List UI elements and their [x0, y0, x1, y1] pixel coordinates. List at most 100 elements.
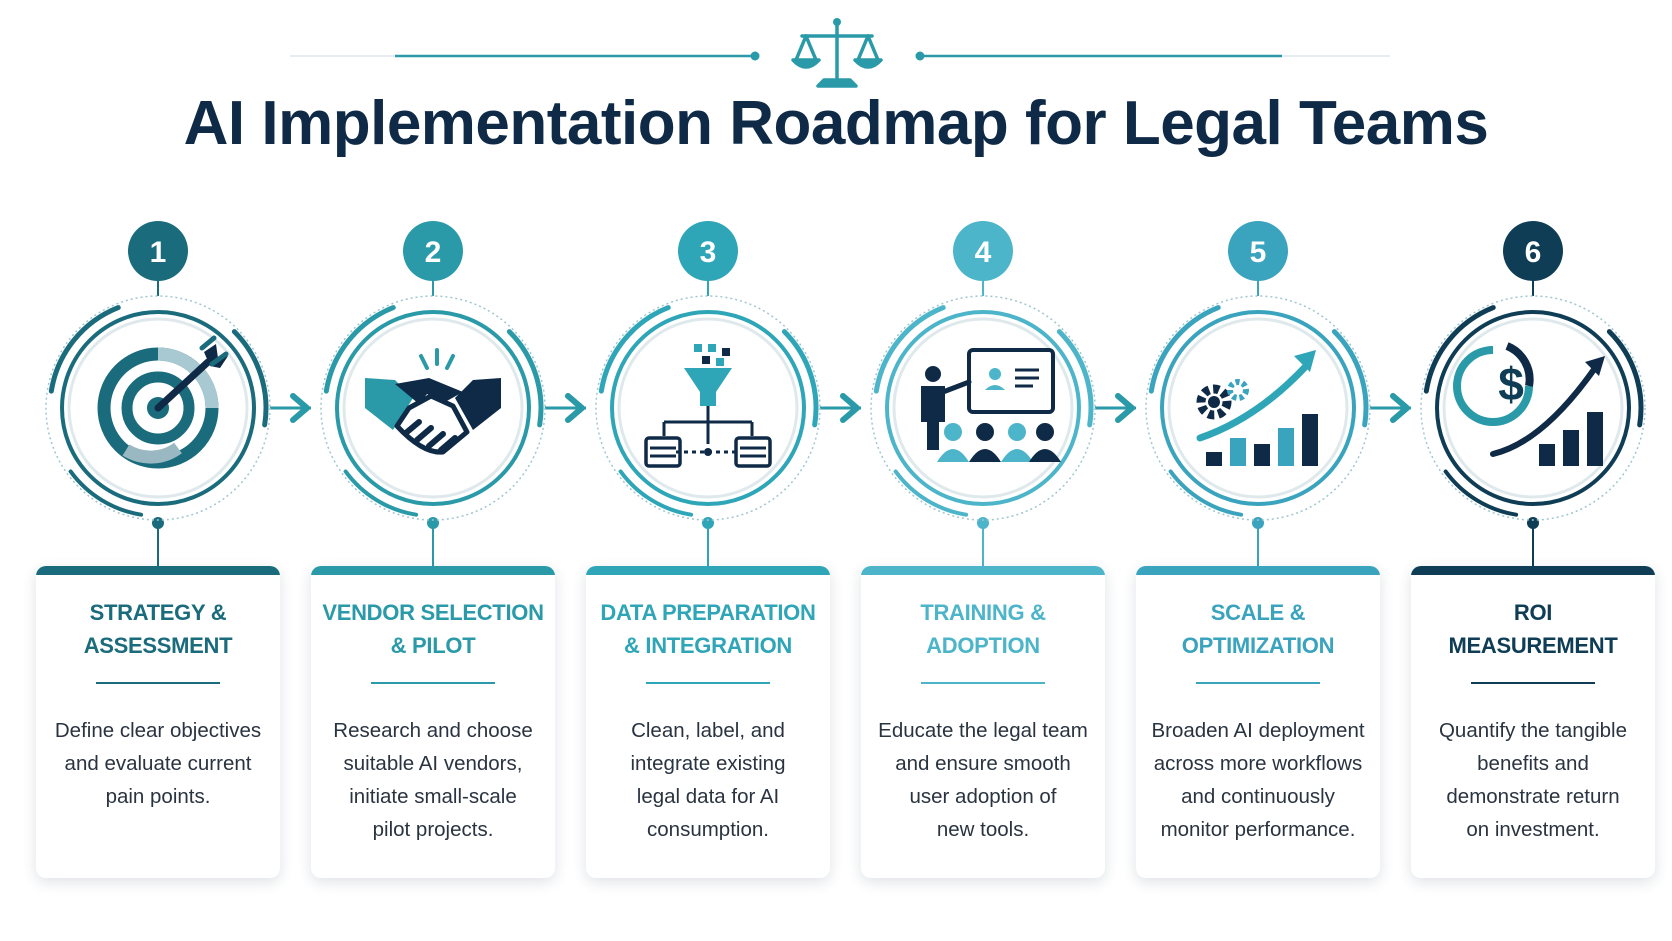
- card-description-line: pain points.: [105, 785, 211, 808]
- card-top-bar: [1136, 566, 1380, 575]
- card-description-line: Define clear objectives: [54, 719, 262, 742]
- card-title-line: VENDOR SELECTION: [322, 600, 544, 625]
- card-title-line: & INTEGRATION: [623, 633, 793, 658]
- card-divider: [1196, 682, 1320, 684]
- card-description-line: and ensure smooth: [895, 752, 1071, 775]
- ring-accent-arc: [781, 329, 819, 428]
- card-title: DATA PREPARATION& INTEGRATION: [596, 596, 820, 662]
- ring-accent-arc: [343, 469, 419, 517]
- outer-ring: [320, 295, 546, 521]
- card-title: TRAINING & ADOPTION: [871, 596, 1095, 662]
- step-number: 6: [1525, 236, 1542, 269]
- chevron-right-icon: [840, 393, 860, 423]
- header-ornament: [290, 18, 1390, 88]
- step-number-badge: [953, 221, 1013, 281]
- card-description-line: demonstrate return: [1446, 785, 1620, 808]
- card-description-line: monitor performance.: [1160, 818, 1356, 841]
- card-description-line: legal data for AI: [636, 785, 780, 808]
- card-title: VENDOR SELECTION& PILOT: [321, 596, 545, 662]
- step-number-badge: [678, 221, 738, 281]
- step-number-badge: [1503, 221, 1563, 281]
- step-number: 3: [700, 236, 717, 269]
- card-divider: [1471, 682, 1595, 684]
- card-description-line: and continuously: [1181, 785, 1335, 808]
- card-description: Clean, label, and integrate existing legal…: [600, 714, 816, 846]
- step-4: 4: [870, 221, 1136, 566]
- card-title-line: SCALE &: [1210, 600, 1306, 625]
- card-description-line: suitable AI vendors,: [343, 752, 523, 775]
- target-with-arrow-icon: [97, 335, 229, 469]
- card-title: STRATEGY &ASSESSMENT: [46, 596, 270, 662]
- step-5: 5: [1145, 221, 1411, 566]
- data-funnel-icon: [644, 344, 772, 468]
- step-2: 2: [320, 221, 586, 566]
- step-number: 4: [975, 236, 992, 269]
- stem-dot: [702, 517, 714, 529]
- stem-dot: [152, 517, 164, 529]
- ring-accent-arc: [323, 305, 396, 394]
- card-title-line: ROI: [1513, 600, 1553, 625]
- card-description-line: user adoption of: [909, 785, 1057, 808]
- card-divider: [371, 682, 495, 684]
- ring-accent-arc: [231, 329, 269, 428]
- step-number-badge: [1228, 221, 1288, 281]
- dollar-growth-chart-icon: $: [1453, 342, 1605, 466]
- stem-dot: [977, 517, 989, 529]
- card-description: Research and choose suitable AI vendors, i…: [325, 714, 541, 846]
- presentation-training-icon: [921, 348, 1061, 462]
- card-divider: [921, 682, 1045, 684]
- ring-accent-arc: [618, 469, 694, 517]
- outer-ring: [1420, 295, 1646, 521]
- card-description-line: across more workflows: [1153, 752, 1363, 775]
- chevron-right-icon: [1390, 393, 1410, 423]
- step-3: 3: [595, 221, 861, 566]
- card-top-bar: [36, 566, 280, 575]
- card-description-line: consumption.: [647, 818, 769, 841]
- outer-ring: [595, 295, 821, 521]
- ring-accent-arc: [1443, 469, 1519, 517]
- ring-accent-arc: [1423, 305, 1496, 394]
- outer-ring: [45, 295, 271, 521]
- step-card-1: STRATEGY &ASSESSMENT Define clear objecti…: [36, 566, 280, 878]
- outer-ring: [870, 295, 1096, 521]
- card-title-line: ADOPTION: [926, 633, 1040, 658]
- ring-accent-arc: [48, 305, 121, 394]
- card-description-line: benefits and: [1477, 752, 1589, 775]
- card-description-line: Educate the legal team: [878, 719, 1088, 742]
- ring-accent-arc: [1148, 305, 1221, 394]
- outer-ring: [1145, 295, 1371, 521]
- ring-accent-arc: [68, 469, 144, 517]
- card-description-line: Research and choose: [333, 719, 533, 742]
- page-title: AI Implementation Roadmap for Legal Team…: [183, 89, 1489, 158]
- step-card-3: DATA PREPARATION& INTEGRATION Clean, labe…: [586, 566, 830, 878]
- card-title-line: TRAINING &: [920, 600, 1046, 625]
- step-number-badge: [403, 221, 463, 281]
- card-description-line: Broaden AI deployment: [1151, 719, 1365, 742]
- card-description-line: integrate existing: [630, 752, 786, 775]
- step-card-5: SCALE &OPTIMIZATION Broaden AI deployment…: [1136, 566, 1380, 878]
- card-title: SCALE &OPTIMIZATION: [1146, 596, 1370, 662]
- card-description-line: pilot projects.: [372, 818, 494, 841]
- step-icon-inner-ring: [892, 317, 1074, 499]
- card-description-line: Quantify the tangible: [1438, 719, 1628, 742]
- step-card-4: TRAINING & ADOPTION Educate the legal team…: [861, 566, 1105, 878]
- chevron-right-icon: [290, 393, 310, 423]
- card-description: Quantify the tangible benefits and demonst…: [1425, 714, 1641, 846]
- chevron-right-icon: [565, 393, 585, 423]
- card-title-line: STRATEGY &: [89, 600, 227, 625]
- card-top-bar: [586, 566, 830, 575]
- handshake-icon: [365, 348, 501, 455]
- step-number: 5: [1250, 236, 1267, 269]
- ring-accent-arc: [893, 469, 969, 517]
- ring-accent-arc: [1168, 469, 1244, 517]
- stem-dot: [1252, 517, 1264, 529]
- svg-text:$: $: [1498, 358, 1524, 410]
- card-top-bar: [311, 566, 555, 575]
- card-description-line: initiate small-scale: [349, 785, 517, 808]
- card-description-line: Clean, label, and: [631, 719, 785, 742]
- ring-accent-arc: [1331, 329, 1369, 428]
- ring-accent-arc: [506, 329, 544, 428]
